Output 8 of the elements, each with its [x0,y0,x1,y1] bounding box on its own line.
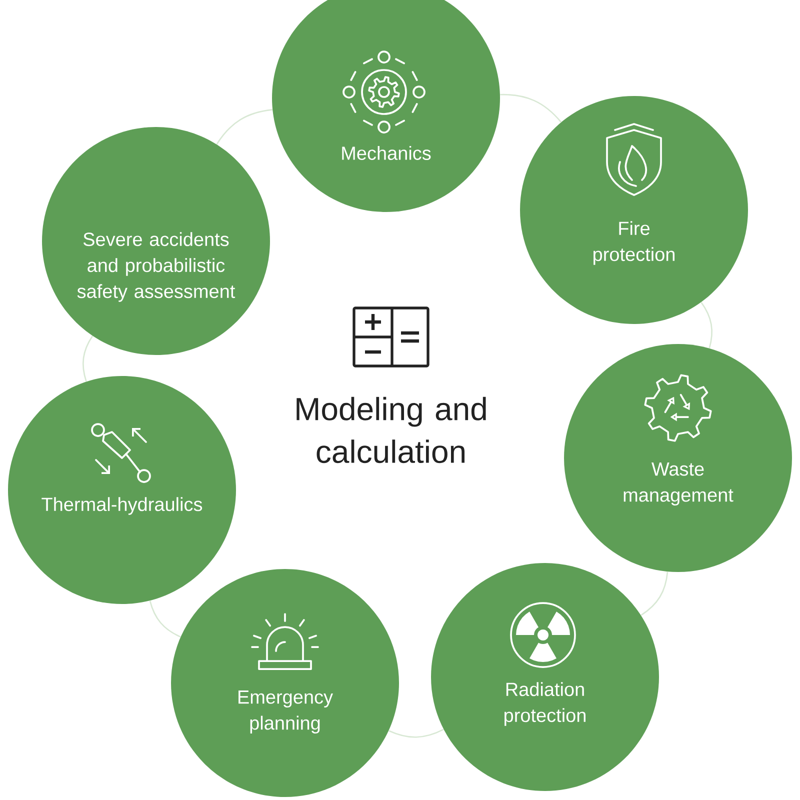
ring-connector [149,600,181,638]
ring-connector [388,728,444,738]
ring-connector [700,302,713,348]
ring-connector [82,336,94,382]
ring-connector [500,94,562,123]
ring-connector [640,572,668,616]
title: Modeling and calculation [296,396,486,464]
ring-connector [216,109,272,145]
